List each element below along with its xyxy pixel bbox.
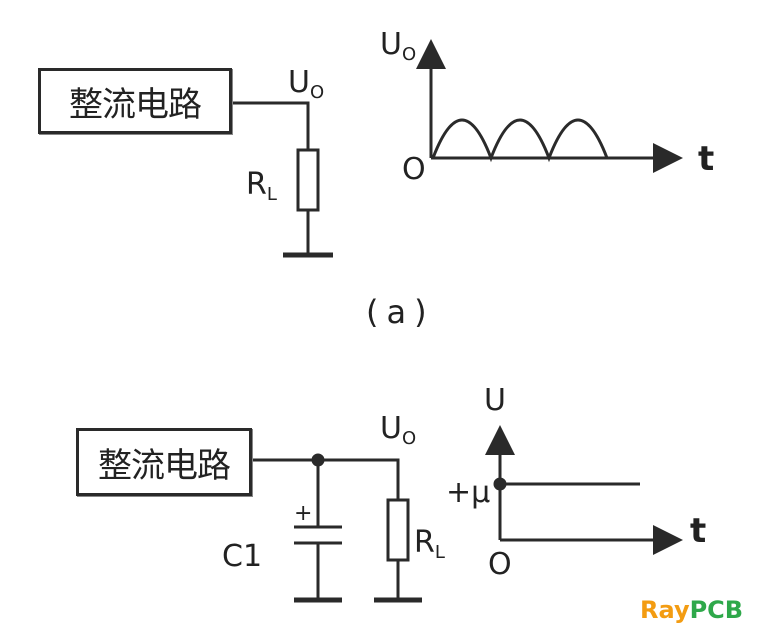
level-label-b: +μ <box>446 475 491 510</box>
rectifier-block-a-label: 整流电路 <box>69 84 202 125</box>
capacitor-polarity: + <box>294 501 313 526</box>
load-label-b: RL <box>414 525 445 563</box>
wire-a-out <box>232 101 310 150</box>
resistor-a <box>296 148 320 212</box>
dc-level-dot <box>493 477 507 491</box>
wire-b-out <box>252 458 400 500</box>
origin-label-b: O <box>488 547 512 582</box>
rectifier-block-b-label: 整流电路 <box>98 445 231 486</box>
caption-a: (a) <box>366 293 435 331</box>
rectified-wave-a <box>431 118 609 163</box>
rectifier-block-b: 整流电路 <box>76 428 252 496</box>
load-label-a: RL <box>246 167 277 205</box>
origin-label-a: O <box>402 152 426 187</box>
x-axis-label-b: t <box>690 511 707 551</box>
capacitor-label: C1 <box>222 539 263 574</box>
y-axis-label-a: UO <box>380 27 417 65</box>
rectifier-block-a: 整流电路 <box>38 68 232 134</box>
output-label-a: UO <box>288 65 325 103</box>
output-label-b: UO <box>380 411 417 449</box>
y-axis-label-b: U <box>484 383 506 418</box>
brand-part-ray: Ray <box>640 596 690 624</box>
brand-part-pcb: PCB <box>689 596 744 624</box>
x-axis-label-a: t <box>698 139 715 179</box>
resistor-b <box>386 498 410 562</box>
brand-logo: RayPCB <box>640 596 743 624</box>
